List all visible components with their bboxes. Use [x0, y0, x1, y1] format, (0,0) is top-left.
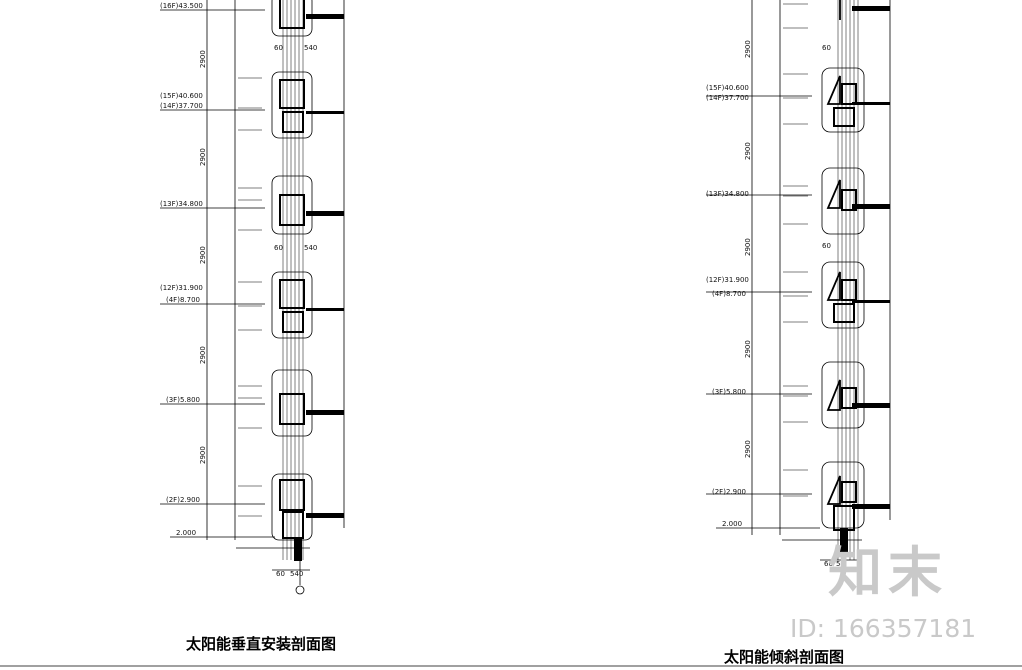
- left-annotation-ticks: [238, 77, 262, 517]
- right-storey-dim: 2900: [744, 40, 752, 58]
- watermark-logo: 知末: [828, 541, 948, 604]
- left-level-label: (4F)8.700: [166, 296, 200, 304]
- left-bottom-dim: 540: [304, 244, 317, 252]
- right-storey-dim: 2900: [744, 440, 752, 458]
- left-level-lines: [160, 9, 275, 538]
- left-bottom-dim: 540: [290, 570, 303, 578]
- left-storey-dim: 2900: [199, 246, 207, 264]
- right-bottom-dim: 60: [822, 242, 831, 250]
- left-bottom-dim: 60: [274, 244, 283, 252]
- left-storey-dim: 2900: [199, 346, 207, 364]
- right-annotation-ticks: [783, 3, 808, 497]
- right-level-label: (12F)31.900: [706, 276, 749, 284]
- left-solar-unit: [271, 71, 313, 139]
- right-solar-units: [821, 0, 865, 531]
- left-bottom-dim: 60: [274, 44, 283, 52]
- right-level-lines: [706, 95, 820, 529]
- left-axis-marker: [295, 585, 305, 595]
- left-level-label: (3F)5.800: [166, 396, 200, 404]
- left-solar-units: [271, 0, 313, 541]
- right-storey-dims: 2900 2900 2900 2900 2900: [744, 40, 752, 458]
- left-bottom-dim: 540: [304, 44, 317, 52]
- right-level-labels: (15F)40.600 (14F)37.700 (13F)34.800 (12F…: [706, 84, 749, 528]
- right-level-label: (13F)34.800: [706, 190, 749, 198]
- right-bottom-dim: 54: [836, 560, 845, 568]
- left-section-title: 太阳能垂直安装剖面图: [186, 635, 337, 653]
- left-level-label: (15F)40.600: [160, 92, 203, 100]
- right-level-label: (2F)2.900: [712, 488, 746, 496]
- left-storey-dim: 2900: [199, 50, 207, 68]
- watermark-id: ID: 166357181: [790, 614, 977, 643]
- right-solar-unit: [821, 261, 865, 329]
- left-level-label: (2F)2.900: [166, 496, 200, 504]
- left-solar-unit: [271, 175, 313, 235]
- left-solar-unit: [271, 0, 313, 37]
- right-level-label: (3F)5.800: [712, 388, 746, 396]
- right-level-label: (15F)40.600: [706, 84, 749, 92]
- left-level-label: (16F)43.500: [160, 2, 203, 10]
- right-level-label: (4F)8.700: [712, 290, 746, 298]
- right-storey-dim: 2900: [744, 238, 752, 256]
- right-bottom-dim: 60: [824, 560, 833, 568]
- right-storey-dim: 2900: [744, 340, 752, 358]
- right-floor-slabs: [852, 6, 890, 509]
- right-level-label: 2.000: [722, 520, 742, 528]
- left-level-labels: (16F)43.500 (15F)40.600 (14F)37.700 (13F…: [160, 2, 203, 537]
- left-level-label: (12F)31.900: [160, 284, 203, 292]
- left-storey-dim: 2900: [199, 148, 207, 166]
- left-level-label: (13F)34.800: [160, 200, 203, 208]
- left-level-label: 2.000: [176, 529, 196, 537]
- right-solar-unit: [821, 167, 865, 235]
- left-level-label: (14F)37.700: [160, 102, 203, 110]
- right-solar-unit: [821, 67, 865, 133]
- right-level-label: (14F)37.700: [706, 94, 749, 102]
- left-floor-slabs: [306, 14, 344, 518]
- left-solar-unit: [271, 271, 313, 339]
- right-bottom-dim: 60: [822, 44, 831, 52]
- left-solar-unit: [271, 473, 313, 541]
- right-bottom-dims: 60 60 60 54: [822, 44, 845, 568]
- right-storey-dim: 2900: [744, 142, 752, 160]
- left-storey-dims: 2900 2900 2900 2900 2900: [199, 50, 207, 464]
- left-bottom-dim: 60: [276, 570, 285, 578]
- left-bottom-dims: 60 540 60 540 60 540: [274, 44, 317, 578]
- right-section-drawing: [706, 0, 891, 561]
- right-solar-unit: [821, 361, 865, 429]
- left-storey-dim: 2900: [199, 446, 207, 464]
- left-solar-unit: [271, 369, 313, 437]
- left-section-drawing: [160, 0, 345, 595]
- right-section-title: 太阳能倾斜剖面图: [724, 648, 845, 666]
